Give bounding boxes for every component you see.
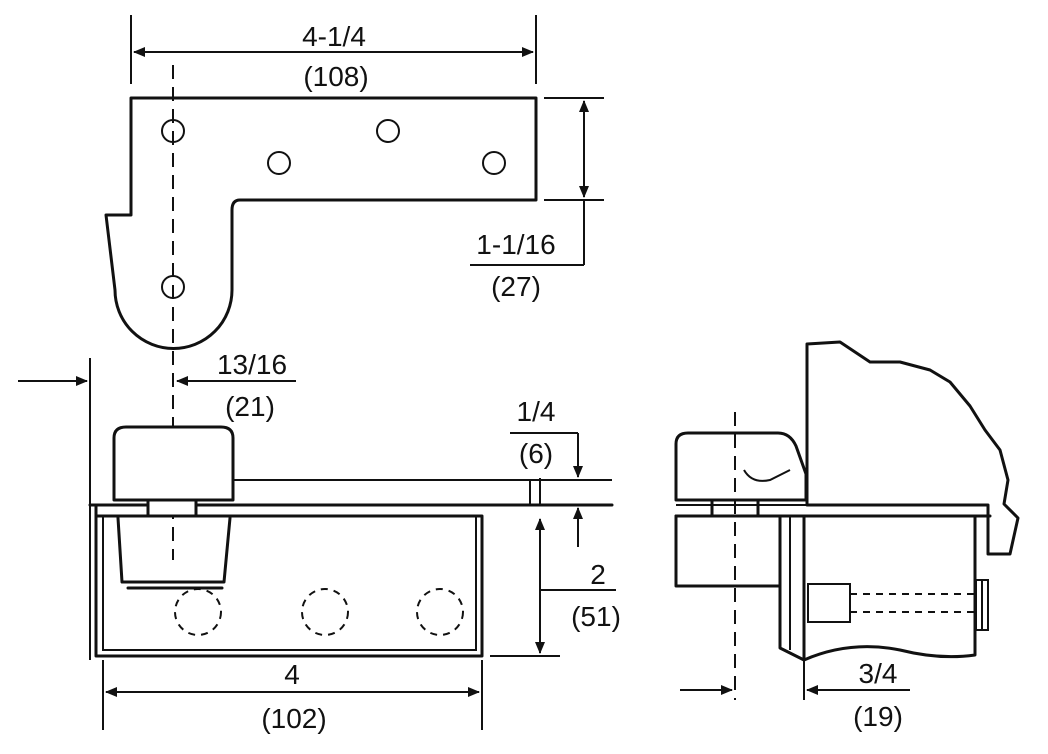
roller (301, 588, 349, 636)
hole (482, 151, 506, 175)
dim-pivot-offset: 13/16 (21) (18, 349, 296, 660)
dim-pivot-offset-metric: (21) (225, 391, 275, 422)
floor-box-inner (102, 516, 477, 651)
side-bracket (778, 514, 806, 662)
side-box (674, 514, 782, 588)
dim-plate-thickness-fraction: 1/4 (517, 396, 556, 427)
dim-box-width-fraction: 4 (284, 659, 300, 690)
dim-side-offset: 3/4 (19) (680, 658, 910, 732)
pivot-block (112, 425, 235, 502)
door-section (805, 340, 1020, 556)
dim-box-depth: 2 (51) (490, 518, 621, 657)
dim-side-offset-fraction: 3/4 (859, 658, 898, 689)
roller (416, 588, 464, 636)
dim-plate-height-metric: (27) (491, 271, 541, 302)
front-view (88, 425, 614, 658)
dim-box-depth-metric: (51) (571, 601, 621, 632)
inner-housing (116, 516, 232, 584)
side-bolt-head (807, 583, 851, 623)
dim-plate-thickness-metric: (6) (519, 438, 553, 469)
dim-top-width-metric: (108) (303, 61, 368, 92)
side-jamb (802, 514, 977, 662)
hole (376, 119, 400, 143)
top-plate-outline (104, 96, 538, 350)
dim-pivot-offset-fraction: 13/16 (217, 349, 287, 380)
hole (267, 151, 291, 175)
side-pivot-block (674, 431, 808, 502)
dim-side-offset-metric: (19) (853, 701, 903, 732)
top-plate-view (104, 96, 538, 350)
dim-box-width: 4 (102) (102, 659, 483, 734)
dim-top-width-fraction: 4-1/4 (302, 21, 366, 52)
pivot-collar (146, 498, 198, 518)
mounting-holes (161, 119, 506, 299)
roller (174, 588, 222, 636)
side-view (674, 340, 1020, 662)
dim-plate-thickness: 1/4 (6) (510, 396, 583, 547)
dim-top-width: 4-1/4 (108) (130, 15, 537, 92)
dim-plate-height-fraction: 1-1/16 (476, 229, 555, 260)
dim-box-width-metric: (102) (261, 703, 326, 734)
side-bolt (850, 593, 976, 613)
dim-plate-height: 1-1/16 (27) (470, 97, 604, 302)
dim-box-depth-fraction: 2 (590, 559, 606, 590)
